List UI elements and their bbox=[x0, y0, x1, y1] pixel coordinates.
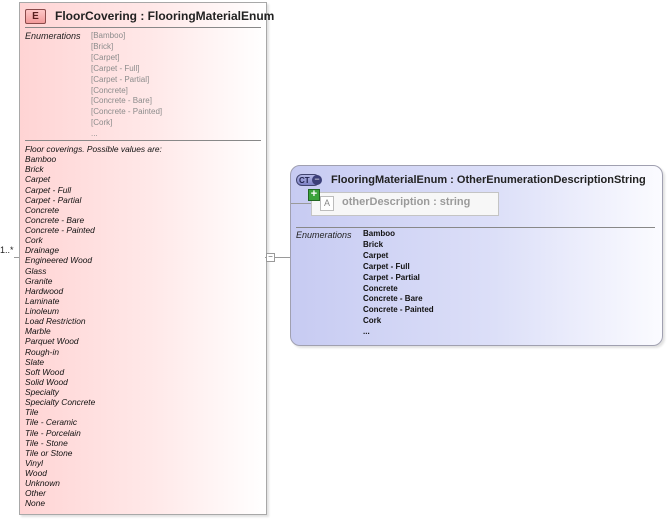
documentation-line: Carpet bbox=[25, 174, 51, 185]
documentation-line: Concrete - Bare bbox=[25, 214, 85, 225]
documentation-line: Tile - Porcelain bbox=[25, 427, 81, 438]
enumeration-item: Carpet - Partial bbox=[363, 272, 420, 282]
enumeration-item: Brick bbox=[363, 239, 384, 249]
documentation-line: Laminate bbox=[25, 295, 60, 306]
complex-type-divider bbox=[296, 227, 655, 228]
documentation-line: Granite bbox=[25, 275, 53, 286]
element-title: FloorCovering : FlooringMaterialEnum bbox=[55, 9, 275, 23]
enumeration-item: ... bbox=[363, 327, 370, 337]
add-attribute-icon[interactable]: + bbox=[308, 189, 320, 201]
enumeration-item: [Brick] bbox=[91, 41, 114, 51]
enumeration-item: [Concrete] bbox=[91, 85, 128, 95]
enumeration-item: Concrete - Bare bbox=[363, 294, 423, 304]
documentation-line: Tile bbox=[25, 407, 39, 418]
enumeration-item: Carpet - Full bbox=[363, 261, 410, 271]
documentation-line: Specialty bbox=[25, 387, 59, 397]
documentation-line: Glass bbox=[25, 265, 47, 276]
element-badge-icon: E bbox=[25, 8, 46, 24]
element-header: E FloorCovering : FlooringMaterialEnum bbox=[25, 7, 274, 25]
documentation-line: Soft Wood bbox=[25, 366, 65, 377]
documentation-line: Load Restriction bbox=[25, 316, 86, 327]
enumeration-item: [Concrete - Painted] bbox=[91, 107, 163, 117]
documentation-line: Parquet Wood bbox=[25, 336, 79, 347]
collapse-minus-icon[interactable]: − bbox=[312, 175, 322, 185]
enumeration-item: Concrete - Painted bbox=[363, 305, 434, 315]
element-enumeration-list: [Bamboo][Brick][Carpet][Carpet - Full][C… bbox=[91, 31, 162, 140]
documentation-line: Unknown bbox=[25, 478, 60, 489]
element-box-floorcovering[interactable]: E FloorCovering : FlooringMaterialEnum E… bbox=[19, 2, 274, 515]
complex-type-title: FlooringMaterialEnum : OtherEnumerationD… bbox=[331, 174, 646, 186]
attribute-connector-line bbox=[291, 203, 311, 204]
complex-type-box-flooringmaterialenum[interactable]: CT − FlooringMaterialEnum : OtherEnumera… bbox=[290, 165, 663, 346]
attribute-label: otherDescription : string bbox=[342, 196, 471, 208]
element-enumerations-label: Enumerations bbox=[25, 31, 81, 41]
enumeration-item: Concrete bbox=[363, 283, 398, 293]
documentation-line: Slate bbox=[25, 356, 45, 367]
documentation-line: Engineered Wood bbox=[25, 255, 93, 266]
element-divider-top bbox=[25, 27, 261, 28]
documentation-line: Bamboo bbox=[25, 154, 57, 165]
enumeration-item: [Carpet] bbox=[91, 52, 120, 62]
enumeration-item: [Carpet - Full] bbox=[91, 63, 140, 73]
documentation-line: Concrete - Painted bbox=[25, 225, 95, 235]
complex-type-enumerations-label: Enumerations bbox=[296, 230, 352, 240]
multiplicity-label: 1..* bbox=[0, 245, 14, 255]
attribute-marker-icon: A bbox=[320, 196, 334, 211]
documentation-line: Rough-in bbox=[25, 346, 59, 357]
collapse-toggle-icon[interactable]: − bbox=[266, 253, 275, 262]
documentation-line: Tile - Stone bbox=[25, 437, 68, 448]
documentation-line: Cork bbox=[25, 235, 43, 246]
documentation-line: Tile or Stone bbox=[25, 447, 73, 458]
documentation-line: Linoleum bbox=[25, 306, 59, 316]
enumeration-item: Cork bbox=[363, 316, 382, 326]
documentation-line: None bbox=[25, 498, 46, 509]
documentation-line: Drainage bbox=[25, 245, 59, 256]
documentation-line: Floor coverings. Possible values are: bbox=[25, 144, 162, 154]
documentation-line: Carpet - Full bbox=[25, 184, 72, 195]
enumeration-item: Bamboo bbox=[363, 229, 395, 238]
documentation-line: Concrete bbox=[25, 204, 59, 215]
documentation-line: Carpet - Partial bbox=[25, 194, 82, 205]
documentation-line: Hardwood bbox=[25, 285, 64, 296]
enumeration-item: [Carpet - Partial] bbox=[91, 74, 150, 84]
attribute-box-otherdescription[interactable] bbox=[311, 192, 499, 216]
connector-stub bbox=[14, 257, 19, 258]
documentation-line: Solid Wood bbox=[25, 376, 68, 387]
documentation-line: Specialty Concrete bbox=[25, 397, 96, 408]
documentation-line: Marble bbox=[25, 326, 51, 337]
element-documentation: Floor coverings. Possible values are:Bam… bbox=[25, 144, 162, 509]
documentation-line: Wood bbox=[25, 468, 47, 478]
enumeration-item: [Concrete - Bare] bbox=[91, 96, 152, 106]
documentation-line: Vinyl bbox=[25, 457, 44, 468]
documentation-line: Brick bbox=[25, 164, 44, 175]
enumeration-item: ... bbox=[91, 129, 98, 139]
connector-line-right bbox=[275, 257, 290, 258]
complex-type-header: CT − FlooringMaterialEnum : OtherEnumera… bbox=[296, 172, 646, 188]
element-divider-bottom bbox=[25, 140, 261, 141]
documentation-line: Tile - Ceramic bbox=[25, 417, 78, 428]
enumeration-item: Carpet bbox=[363, 250, 389, 260]
enumeration-item: [Bamboo] bbox=[91, 31, 126, 40]
documentation-line: Other bbox=[25, 488, 46, 499]
enumeration-item: [Cork] bbox=[91, 118, 113, 128]
